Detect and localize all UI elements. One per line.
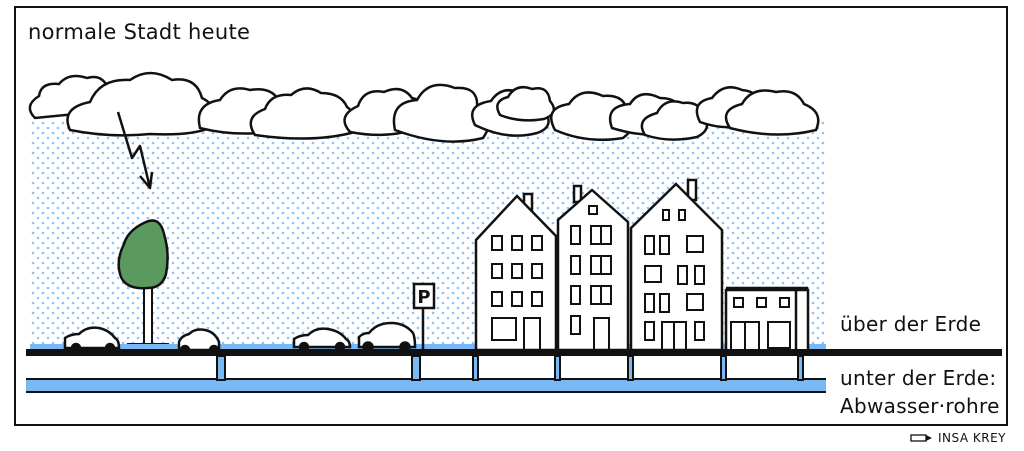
pencil-icon (910, 434, 932, 442)
parking-sign: P (412, 282, 436, 350)
illustration-title: normale Stadt heute (28, 20, 251, 44)
artist-name: INSA KREY (938, 431, 1006, 445)
tree (117, 219, 169, 353)
sewer-pipes (26, 355, 826, 393)
svg-text:P: P (417, 287, 430, 308)
cars (63, 321, 417, 356)
clouds (28, 71, 820, 143)
windows (491, 205, 791, 351)
ground-line (26, 349, 1002, 356)
lightning-arrow-icon (116, 111, 154, 190)
artist-credit: INSA KREY (910, 431, 1006, 445)
label-below-ground: unter der Erde: (840, 366, 997, 390)
label-above-ground: über der Erde (840, 312, 982, 336)
car (63, 326, 121, 354)
illustration-frame (14, 6, 1008, 426)
label-sewer-pipes: Abwasser·rohre (840, 394, 1000, 418)
